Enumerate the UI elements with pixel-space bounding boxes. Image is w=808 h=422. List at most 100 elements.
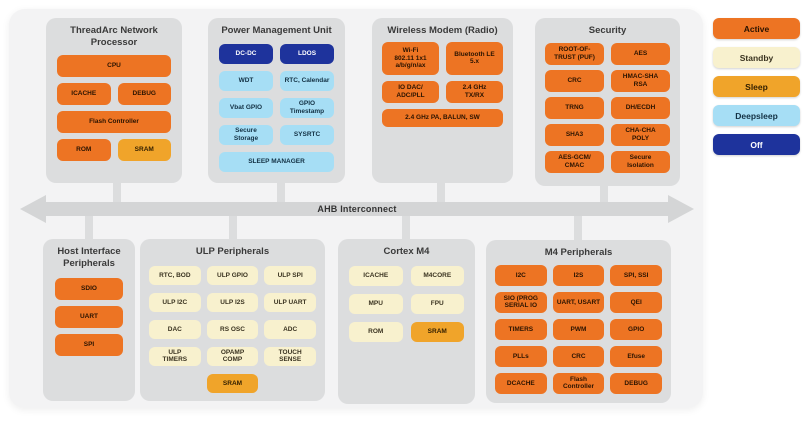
cell-debug: DEBUG (117, 82, 171, 105)
cell-cha-cha-poly: CHA-CHA POLY (611, 123, 670, 146)
connector-stub-host (85, 212, 93, 242)
block-title-ulp: ULP Peripherals (195, 246, 270, 257)
block-title-pmu: Power Management Unit (221, 25, 332, 36)
cell-grid: ROOT-OF- TRUST (PUF) AES CRC HMAC-SHA RSA TR… (535, 37, 680, 173)
cell-secure-isolation: Secure Isolation (611, 150, 670, 173)
cell-sio-prog-serial-io: SIO (PROG SERIAL IO (495, 291, 547, 313)
arrow-left-head-icon (20, 195, 46, 223)
cell-sdio: SDIO (55, 277, 123, 300)
cell-uart: UART (55, 305, 123, 328)
cell-ldos: LDOS (280, 43, 334, 64)
cell-aes-gcm-cmac: AES-GCM/ CMAC (545, 150, 604, 173)
block-title-wireless: Wireless Modem (Radio) (387, 25, 498, 36)
cell-ulp-uart: ULP UART (264, 292, 316, 312)
connector-stub-ulp (229, 212, 237, 242)
legend-item-active: Active (713, 18, 800, 39)
cell-debug: DEBUG (610, 372, 662, 394)
cell-spi-ssi: SPI, SSI (610, 264, 662, 286)
cell-flash-controller: Flash Controller (57, 110, 171, 133)
cell-ulp-gpio: ULP GPIO (206, 265, 259, 285)
cell-root-of-trust-puf: ROOT-OF- TRUST (PUF) (545, 42, 604, 65)
legend-item-deepsleep: Deepsleep (713, 105, 800, 126)
cell-sleep-manager: SLEEP MANAGER (219, 151, 334, 172)
ahb-interconnect-bus (44, 202, 670, 216)
block-title-host: Host Interface Peripherals (57, 246, 121, 269)
cell-icache: ICACHE (349, 265, 403, 286)
block-host-interface-peripherals: Host Interface Peripherals SDIO UART SPI (43, 239, 135, 401)
cell-cpu: CPU (57, 54, 171, 77)
legend-item-sleep: Sleep (713, 76, 800, 97)
cell-vbat-gpio: Vbat GPIO (219, 97, 273, 118)
cell-crc: CRC (552, 345, 605, 367)
connector-stub-threadarc (113, 180, 121, 206)
cell-i2c: I2C (495, 264, 547, 286)
connector-stub-pmu (277, 180, 285, 206)
cell-gpio: GPIO (610, 318, 662, 340)
cell-wi-fi-802-11-1x1-a-b-g-n-ax: Wi-Fi 802.11 1x1 a/b/g/n/ax (382, 41, 439, 75)
cell-pwm: PWM (552, 318, 605, 340)
block-title-threadarc: ThreadArc Network Processor (70, 25, 158, 48)
cell-spi: SPI (55, 333, 123, 356)
cell-dc-dc: DC-DC (219, 43, 273, 64)
cell-opamp-comp: OPAMP COMP (206, 346, 259, 366)
cell-fpu: FPU (410, 293, 464, 314)
connector-stub-m4p (574, 212, 582, 242)
block-title-cortex: Cortex M4 (383, 246, 430, 257)
block-title-m4p: M4 Peripherals (544, 247, 613, 258)
cell-secure-storage: Secure Storage (219, 124, 273, 145)
cell-gpio-timestamp: GPIO Timestamp (280, 97, 334, 118)
cell-aes: AES (611, 42, 670, 65)
cell-dcache: DCACHE (495, 372, 547, 394)
cell-plls: PLLs (495, 345, 547, 367)
cell-rs-osc: RS OSC (206, 319, 259, 339)
cell-mpu: MPU (349, 293, 403, 314)
cell-sram: SRAM (206, 373, 259, 393)
cell-bluetooth-le-5-x: Bluetooth LE 5.x (446, 41, 503, 75)
cell-crc: CRC (545, 69, 604, 92)
cell-sha3: SHA3 (545, 123, 604, 146)
cell-icache: ICACHE (57, 82, 111, 105)
cell-timers: TIMERS (495, 318, 547, 340)
arrow-right-head-icon (668, 195, 694, 223)
cell-2-4-ghz-pa-balun-sw: 2.4 GHz PA, BALUN, SW (382, 108, 503, 127)
cell-hmac-sha-rsa: HMAC-SHA RSA (611, 69, 670, 92)
cell-ulp-spi: ULP SPI (264, 265, 316, 285)
cell-wdt: WDT (219, 70, 273, 91)
cell-adc: ADC (264, 319, 316, 339)
cell-sram: SRAM (410, 321, 464, 342)
cell-dh-ecdh: DH/ECDH (611, 96, 670, 119)
cell-flash-controller: Flash Controller (552, 372, 605, 394)
cell-trng: TRNG (545, 96, 604, 119)
cell-io-dac-adc-pll: IO DAC/ ADC/PLL (382, 80, 439, 103)
connector-stub-wireless (437, 180, 445, 206)
cell-ulp-i2c: ULP I2C (149, 292, 201, 312)
block-threadarc-network-processor: ThreadArc Network Processor CPU ICACHE DEB… (46, 18, 182, 183)
cell-i2s: I2S (552, 264, 605, 286)
cell-m4core: M4CORE (410, 265, 464, 286)
cell-touch-sense: TOUCH SENSE (264, 346, 316, 366)
cell-2-4-ghz-tx-rx: 2.4 GHz TX/RX (446, 80, 503, 103)
block-title-security: Security (588, 25, 627, 36)
cell-efuse: Efuse (610, 345, 662, 367)
connector-stub-security (600, 180, 608, 206)
legend-item-off: Off (713, 134, 800, 155)
cell-qei: QEI (610, 291, 662, 313)
cell-ulp-timers: ULP TIMERS (149, 346, 201, 366)
block-wireless-modem-radio: Wireless Modem (Radio) Wi-Fi 802.11 1x1 … (372, 18, 513, 183)
connector-stub-cortex (402, 212, 410, 242)
cell-ulp-i2s: ULP I2S (206, 292, 259, 312)
cell-rtc-bod: RTC, BOD (149, 265, 201, 285)
cell-dac: DAC (149, 319, 201, 339)
